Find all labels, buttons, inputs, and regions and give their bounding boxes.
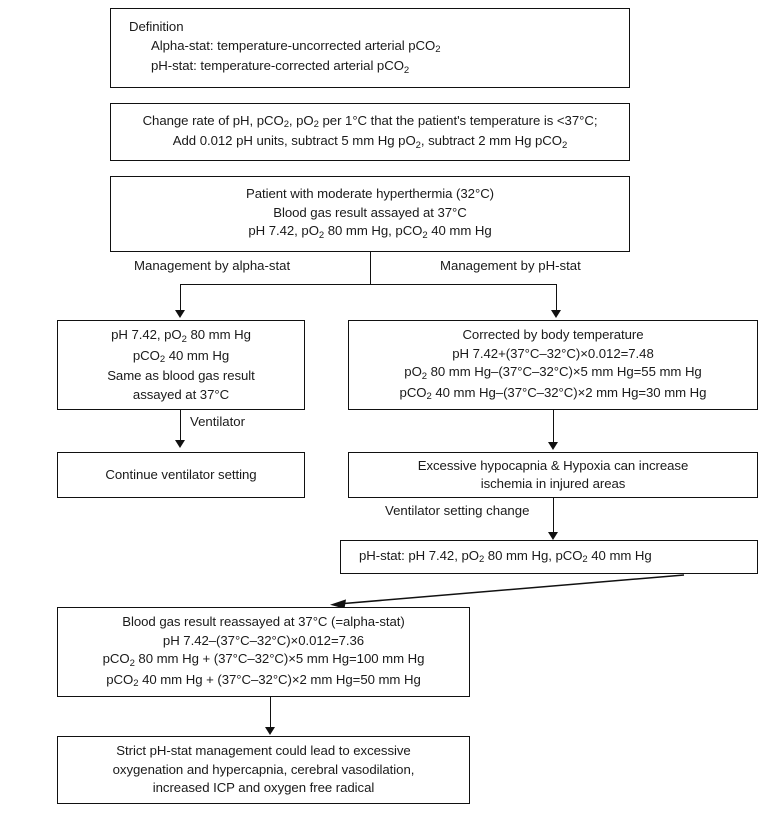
change-rate-line-1-sub2: 2 — [313, 119, 319, 130]
corrected-line-3-post: 80 mm Hg–(37°C–32°C)×5 mm Hg=55 mm Hg — [427, 364, 702, 379]
edge-label-ventilator: Ventilator — [190, 414, 245, 429]
reassayed-to-conclusion-line — [270, 697, 271, 729]
reassayed-line-1: Blood gas result reassayed at 37°C (=alp… — [122, 614, 405, 629]
conclusion-line-1: Strict pH-stat management could lead to … — [116, 743, 411, 759]
ventilator-arrowhead — [175, 440, 185, 448]
excessive-line-2: ischemia in injured areas — [480, 476, 626, 491]
change-rate-line-2-pre: Add 0.012 pH units, subtract 5 mm Hg pO — [172, 133, 416, 148]
phstat-values-line-1-sub1: 2 — [478, 554, 485, 566]
branch-label-alpha-stat: Management by alpha-stat — [134, 258, 291, 273]
patient-line-3-post: 40 mm Hg — [427, 223, 492, 239]
alpha-result-line-2-pre: pCO — [132, 347, 160, 363]
branch-right-drop-line — [556, 284, 557, 312]
diagonal-connector-line — [337, 574, 685, 605]
corrected-line-3-pre: pO — [404, 364, 422, 379]
ph-stat-values-box: pH-stat: pH 7.42, pO2 80 mm Hg, pCO2 40 … — [340, 540, 758, 574]
alpha-result-line-1-pre: pH 7.42, pO — [111, 327, 182, 342]
alpha-stat-result-box: pH 7.42, pO2 80 mm Hg pCO2 40 mm Hg Same… — [57, 320, 305, 410]
corrected-line-4-pre: pCO — [399, 384, 427, 400]
reassayed-line-3-post: 80 mm Hg + (37°C–32°C)×5 mm Hg=100 mm Hg — [134, 651, 425, 666]
conclusion-line-3: increased ICP and oxygen free radical — [152, 780, 375, 796]
alpha-result-line-4: assayed at 37°C — [132, 386, 230, 402]
reassayed-line-3-pre: pCO — [102, 651, 130, 666]
change-rate-line-1-post: per 1°C that the patient's temperature i… — [318, 112, 598, 128]
change-rate-line-1-sub1: 2 — [283, 119, 289, 130]
patient-line-3-pre: pH 7.42, pO — [248, 223, 319, 239]
definition-line-2-sub: 2 — [435, 44, 441, 56]
alpha-result-line-1-sub: 2 — [181, 333, 187, 345]
reassayed-line-4-pre: pCO — [106, 671, 134, 687]
diagonal-connector-arrowhead — [330, 599, 346, 609]
corrected-line-4-sub: 2 — [426, 391, 432, 402]
reassayed-line-4-post: 40 mm Hg + (37°C–32°C)×2 mm Hg=50 mm Hg — [138, 671, 421, 687]
change-rate-line-1: Change rate of pH, pCO2, pO2 per 1°C tha… — [143, 112, 598, 133]
definition-line-2: Alpha-stat: temperature-uncorrected arte… — [129, 37, 440, 58]
branch-left-drop-line — [180, 284, 181, 312]
definition-line-1: Definition — [129, 19, 184, 35]
patient-line-1: Patient with moderate hyperthermia (32°C… — [245, 186, 495, 202]
phstat-values-line-1-mid: 80 mm Hg, pCO — [484, 547, 583, 563]
definition-line-2-text: Alpha-stat: temperature-uncorrected arte… — [151, 37, 436, 53]
alpha-result-line-2: pCO2 40 mm Hg — [133, 347, 229, 368]
alpha-result-line-1-post: 80 mm Hg — [186, 327, 251, 342]
ventilator-setting-change-arrowhead — [548, 532, 558, 540]
alpha-result-line-2-sub: 2 — [159, 354, 166, 365]
patient-line-3-mid: 80 mm Hg, pCO — [324, 223, 423, 239]
branch-right-arrowhead — [551, 310, 561, 318]
change-rate-line-2: Add 0.012 pH units, subtract 5 mm Hg pO2… — [173, 132, 567, 153]
phstat-values-line-1: pH-stat: pH 7.42, pO2 80 mm Hg, pCO2 40 … — [359, 547, 652, 568]
alpha-result-line-3: Same as blood gas result — [107, 368, 255, 383]
alpha-result-line-2-post: 40 mm Hg — [165, 347, 230, 363]
continue-ventilator-line-1: Continue ventilator setting — [105, 466, 257, 482]
corrected-line-4-post: 40 mm Hg–(37°C–32°C)×2 mm Hg=30 mm Hg — [431, 384, 707, 400]
continue-ventilator-setting-box: Continue ventilator setting — [57, 452, 305, 498]
reassayed-to-conclusion-arrowhead — [265, 727, 275, 735]
reassayed-line-4: pCO2 40 mm Hg + (37°C–32°C)×2 mm Hg=50 m… — [106, 671, 421, 692]
definition-line-3: pH-stat: temperature-corrected arterial … — [129, 57, 409, 78]
conclusion-box: Strict pH-stat management could lead to … — [57, 736, 470, 804]
change-rate-line-2-mid: , subtract 2 mm Hg pCO — [420, 133, 562, 148]
corrected-line-4: pCO2 40 mm Hg–(37°C–32°C)×2 mm Hg=30 mm … — [400, 384, 707, 405]
corrected-line-2: pH 7.42+(37°C–32°C)×0.012=7.48 — [452, 345, 654, 361]
phstat-values-line-1-sub2: 2 — [582, 554, 588, 566]
reassayed-line-4-sub: 2 — [133, 678, 139, 689]
reassayed-line-2: pH 7.42–(37°C–32°C)×0.012=7.36 — [162, 632, 365, 648]
corrected-line-3: pO2 80 mm Hg–(37°C–32°C)×5 mm Hg=55 mm H… — [404, 363, 701, 384]
edge-label-ventilator-setting-change: Ventilator setting change — [385, 503, 530, 518]
phstat-values-line-1-pre: pH-stat: pH 7.42, pO — [359, 547, 479, 563]
ventilator-setting-change-line — [553, 498, 554, 534]
change-rate-box: Change rate of pH, pCO2, pO2 per 1°C tha… — [110, 103, 630, 161]
change-rate-line-1-pre: Change rate of pH, pCO — [142, 112, 284, 128]
blood-gas-reassayed-box: Blood gas result reassayed at 37°C (=alp… — [57, 607, 470, 697]
change-rate-line-2-sub2: 2 — [561, 139, 568, 151]
corrected-line-1: Corrected by body temperature — [462, 327, 644, 342]
change-rate-line-1-mid: , pO — [288, 112, 314, 128]
ventilator-connector-line — [180, 410, 181, 442]
corrected-to-excessive-line — [553, 410, 554, 444]
corrected-line-3-sub: 2 — [421, 370, 428, 382]
definition-line-3-text: pH-stat: temperature-corrected arterial … — [151, 58, 404, 74]
definition-line-3-sub: 2 — [403, 64, 410, 76]
branch-split-line — [180, 284, 556, 285]
alpha-result-line-1: pH 7.42, pO2 80 mm Hg — [111, 326, 251, 347]
branch-stem-line — [370, 252, 371, 284]
reassayed-line-3-sub: 2 — [129, 657, 135, 669]
branch-left-arrowhead — [175, 310, 185, 318]
excessive-line-1: Excessive hypocapnia & Hypoxia can incre… — [417, 457, 689, 473]
reassayed-line-3: pCO2 80 mm Hg + (37°C–32°C)×5 mm Hg=100 … — [103, 650, 425, 671]
change-rate-line-2-sub1: 2 — [415, 139, 421, 151]
conclusion-line-2: oxygenation and hypercapnia, cerebral va… — [112, 761, 415, 777]
patient-box: Patient with moderate hyperthermia (32°C… — [110, 176, 630, 252]
corrected-by-body-temperature-box: Corrected by body temperature pH 7.42+(3… — [348, 320, 758, 410]
diagonal-connector-svg — [330, 574, 685, 609]
patient-line-2: Blood gas result assayed at 37°C — [273, 204, 467, 220]
patient-line-3: pH 7.42, pO2 80 mm Hg, pCO2 40 mm Hg — [248, 222, 491, 243]
excessive-hypocapnia-box: Excessive hypocapnia & Hypoxia can incre… — [348, 452, 758, 498]
patient-line-3-sub2: 2 — [422, 229, 428, 241]
branch-label-ph-stat: Management by pH-stat — [440, 258, 581, 273]
corrected-to-excessive-arrowhead — [548, 442, 558, 450]
patient-line-3-sub1: 2 — [318, 229, 325, 241]
phstat-values-line-1-post: 40 mm Hg — [587, 547, 652, 563]
definition-box: Definition Alpha-stat: temperature-uncor… — [110, 8, 630, 88]
